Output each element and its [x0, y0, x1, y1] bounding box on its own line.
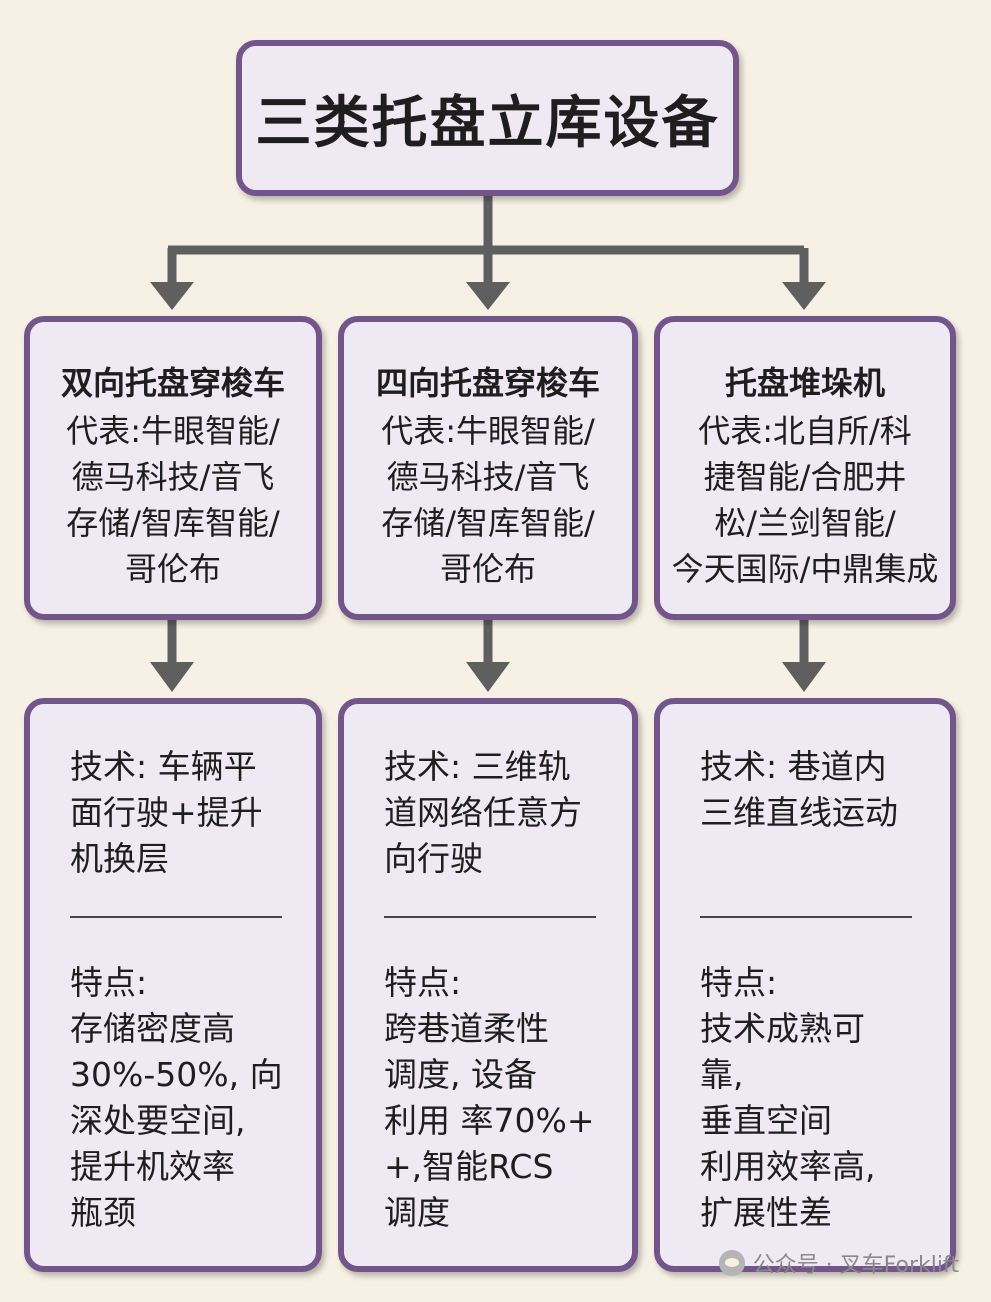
divider — [70, 916, 282, 918]
device-representatives: 代表:北自所/科 捷智能/合肥井 松/兰剑智能/ 今天国际/中鼎集成 — [671, 412, 939, 588]
technology-text: 技术: 车辆平 面行驶+提升 机换层 — [70, 747, 263, 878]
divider — [384, 916, 596, 918]
arrowhead-5 — [466, 662, 510, 692]
root-title: 三类托盘立库设备 — [255, 90, 720, 156]
root-node: 三类托盘立库设备 — [236, 40, 739, 196]
wechat-icon — [718, 1250, 745, 1276]
detail-node-2: 技术: 三维轨 道网络任意方 向行驶 特点: 跨巷道柔性 调度, 设备 利用 率… — [338, 698, 638, 1272]
features-text: 特点: 技术成熟可 靠, 垂直空间 利用效率高, 扩展性差 — [700, 963, 876, 1232]
arrowhead-4 — [150, 662, 194, 692]
device-node-2: 四向托盘穿梭车 代表:牛眼智能/ 德马科技/音飞 存储/智库智能/ 哥伦布 — [338, 316, 638, 620]
technology-text: 技术: 巷道内 三维直线运动 — [700, 747, 898, 832]
detail-node-1: 技术: 车辆平 面行驶+提升 机换层 特点: 存储密度高 30%-50%, 向 … — [24, 698, 322, 1272]
watermark: 公众号 · 叉车Forklift — [718, 1247, 959, 1279]
features-text: 特点: 存储密度高 30%-50%, 向 深处要空间, 提升机效率 瓶颈 — [70, 963, 283, 1232]
device-representatives: 代表:牛眼智能/ 德马科技/音飞 存储/智库智能/ 哥伦布 — [381, 412, 595, 588]
watermark-text: 公众号 · 叉车Forklift — [752, 1253, 959, 1278]
divider — [700, 916, 912, 918]
technology-text: 技术: 三维轨 道网络任意方 向行驶 — [384, 747, 582, 878]
device-name: 四向托盘穿梭车 — [375, 364, 600, 402]
arrowhead-6 — [782, 662, 826, 692]
features-text: 特点: 跨巷道柔性 调度, 设备 利用 率70%+ +,智能RCS 调度 — [384, 963, 595, 1232]
device-representatives: 代表:牛眼智能/ 德马科技/音飞 存储/智库智能/ 哥伦布 — [66, 412, 280, 588]
arrowhead-1 — [150, 282, 194, 310]
detail-node-3: 技术: 巷道内 三维直线运动 特点: 技术成熟可 靠, 垂直空间 利用效率高, … — [654, 698, 956, 1272]
arrowhead-3 — [782, 282, 826, 310]
device-name: 双向托盘穿梭车 — [60, 364, 285, 402]
device-node-1: 双向托盘穿梭车 代表:牛眼智能/ 德马科技/音飞 存储/智库智能/ 哥伦布 — [24, 316, 322, 620]
arrowhead-2 — [466, 282, 510, 310]
device-node-3: 托盘堆垛机 代表:北自所/科 捷智能/合肥井 松/兰剑智能/ 今天国际/中鼎集成 — [654, 316, 956, 620]
device-name: 托盘堆垛机 — [724, 364, 885, 402]
